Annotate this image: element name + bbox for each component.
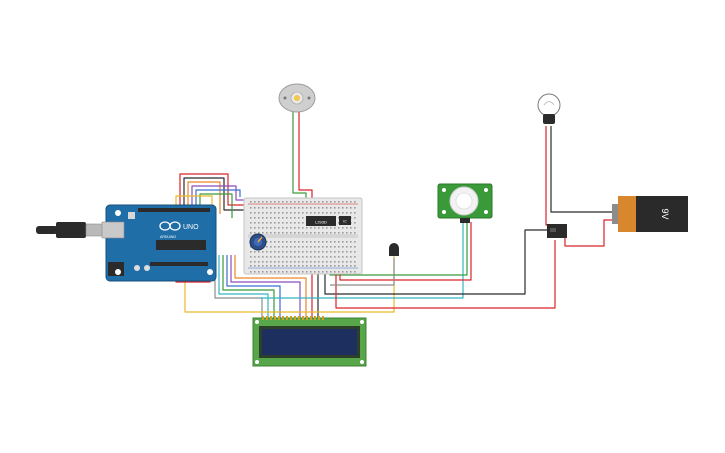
lcd-pins bbox=[262, 316, 324, 320]
wire-pir-teal bbox=[260, 222, 464, 299]
wire-yellow-top bbox=[175, 195, 213, 206]
wire-relay-black bbox=[324, 229, 547, 295]
wire-green-lcd bbox=[222, 255, 275, 318]
arduino-logo bbox=[159, 221, 181, 231]
driver-chip-label: L293D bbox=[315, 220, 327, 225]
dc-motor-icon[interactable] bbox=[278, 83, 316, 113]
wire-teal-lcd bbox=[218, 255, 269, 318]
wire-bulb-red bbox=[545, 126, 549, 226]
wire-blue-top bbox=[195, 189, 241, 205]
battery-9v[interactable]: 9V bbox=[612, 196, 688, 232]
pir-sensor-icon[interactable] bbox=[437, 183, 493, 223]
arduino-board[interactable]: UNO ARDUINO bbox=[101, 204, 217, 282]
wire-battery-red bbox=[564, 219, 612, 247]
wire-purple-top bbox=[191, 185, 246, 205]
wire-blue-lcd bbox=[226, 255, 281, 318]
wire-green-top bbox=[199, 193, 233, 218]
temperature-sensor-icon[interactable] bbox=[389, 243, 399, 256]
arduino-subtitle: ARDUINO bbox=[160, 235, 176, 239]
driver-chip: L293D bbox=[306, 216, 336, 226]
wire-temp bbox=[330, 258, 395, 286]
battery-voltage-label: 9V bbox=[660, 208, 670, 219]
small-chip-label: IC bbox=[343, 220, 347, 224]
lcd-display-icon[interactable] bbox=[252, 316, 367, 367]
wire-bulb-black bbox=[550, 126, 612, 213]
light-bulb-icon[interactable] bbox=[537, 93, 561, 124]
wire-purple-lcd bbox=[230, 255, 301, 318]
arduino-brand-label: UNO bbox=[183, 224, 199, 231]
potentiometer-icon[interactable] bbox=[249, 233, 267, 251]
relay-icon[interactable] bbox=[547, 224, 567, 238]
wire-red-top bbox=[179, 173, 248, 206]
wire-orange-top bbox=[187, 181, 221, 214]
wires bbox=[175, 112, 612, 318]
small-chip: IC bbox=[339, 216, 351, 225]
usb-cable-icon bbox=[36, 222, 107, 238]
